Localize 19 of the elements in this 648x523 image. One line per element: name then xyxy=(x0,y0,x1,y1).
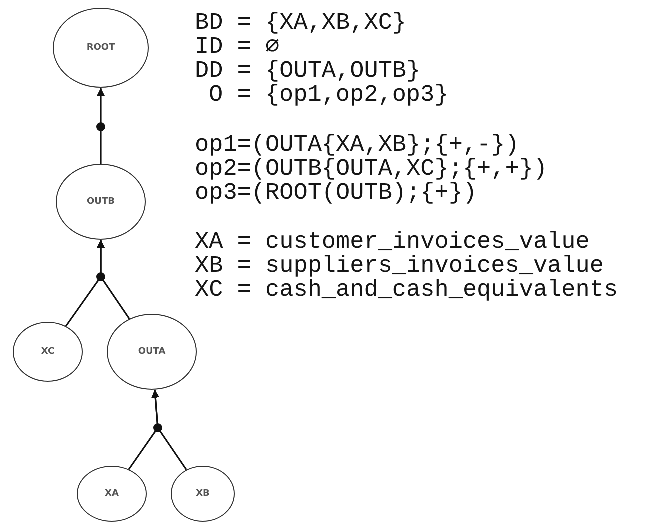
node-label: XA xyxy=(105,489,119,499)
node-label: ROOT xyxy=(86,43,116,53)
definition-text: DD = {OUTA,OUTB} xyxy=(195,60,421,84)
node-label: OUTB xyxy=(87,197,115,207)
arrow xyxy=(97,240,130,320)
node-label: OUTA xyxy=(138,347,166,357)
arrow xyxy=(152,390,188,470)
definition-text: op2=(OUTB{OUTA,XC};{+,+}) xyxy=(195,158,548,182)
definition-text: XA = customer_invoices_value xyxy=(195,231,590,255)
definition-text: op3=(ROOT(OUTB);{+}) xyxy=(195,182,478,206)
definition-text: BD = {XA,XB,XC} xyxy=(195,12,407,36)
definition-text: XC = cash_and_cash_equivalents xyxy=(195,279,618,303)
definition-text: XB = suppliers_invoices_value xyxy=(195,255,604,279)
definition-text: op1=(OUTA{XA,XB};{+,-}) xyxy=(195,134,520,158)
node-label: XC xyxy=(41,347,55,357)
definition-text: O = {op1,op2,op3} xyxy=(209,84,449,108)
definition-text: ID = ∅ xyxy=(195,36,280,60)
arrow xyxy=(97,88,105,164)
node-label: XB xyxy=(196,489,210,499)
